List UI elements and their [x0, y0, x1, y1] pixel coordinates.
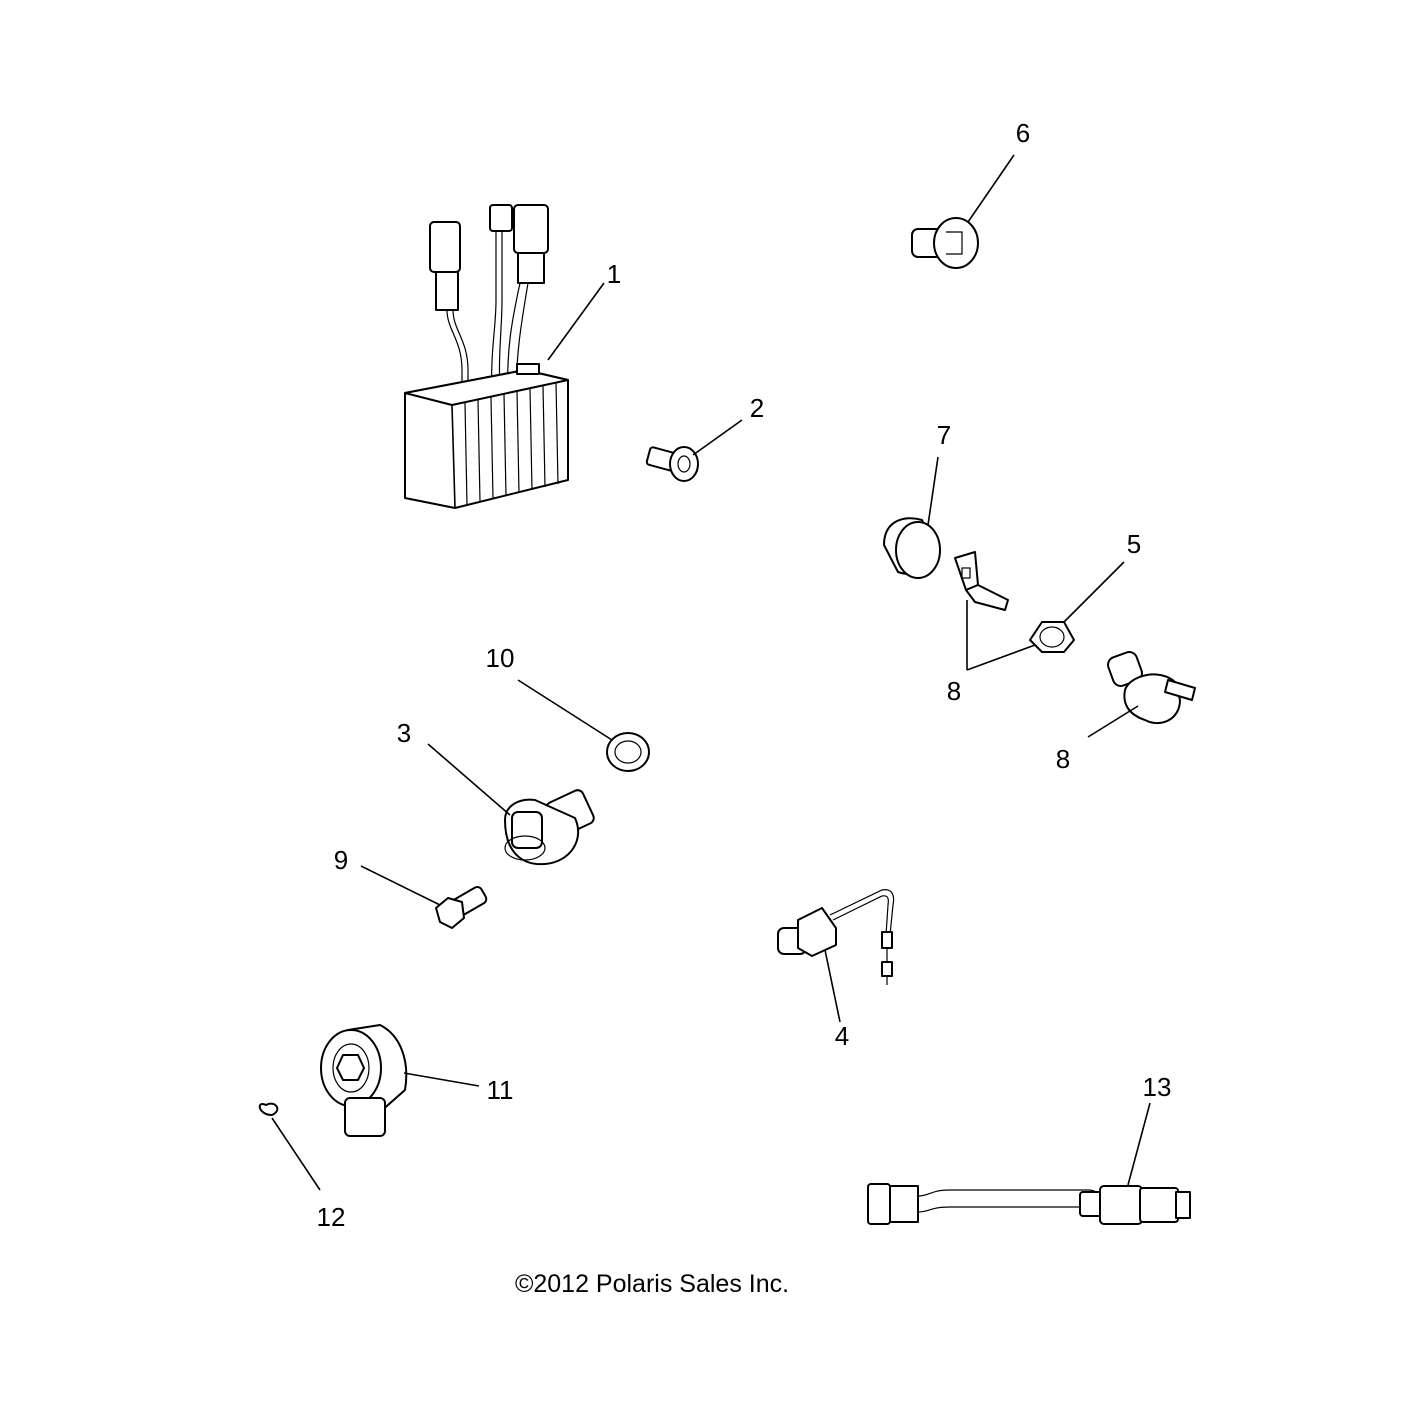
copyright-text: ©2012 Polaris Sales Inc.	[515, 1270, 789, 1298]
plug-icon	[911, 217, 979, 269]
callout-2: 2	[750, 393, 764, 423]
callout-4: 4	[835, 1021, 849, 1051]
bolt-icon	[645, 446, 699, 482]
knock-sensor-icon	[320, 1024, 408, 1137]
callout-8a: 8	[947, 676, 961, 706]
callout-3: 3	[397, 718, 411, 748]
cap-icon	[883, 517, 941, 579]
bolt-icon	[435, 886, 488, 929]
callout-11: 11	[487, 1075, 514, 1105]
switch-icon	[1107, 651, 1196, 725]
temperature-sensor-icon	[777, 889, 895, 985]
sensor-connector-icon	[504, 789, 595, 866]
callout-10: 10	[486, 643, 515, 673]
callout-8b: 8	[1056, 744, 1070, 774]
washer-icon	[606, 732, 650, 772]
nut-icon	[1029, 621, 1075, 653]
callout-7: 7	[937, 420, 951, 450]
voltage-regulator-icon	[404, 204, 569, 509]
clip-icon	[258, 1102, 279, 1116]
callout-6: 6	[1016, 118, 1030, 148]
switch-icon	[954, 551, 1009, 611]
callout-9: 9	[334, 845, 348, 875]
callout-12: 12	[317, 1202, 346, 1232]
harness-icon	[867, 1183, 1191, 1225]
callout-5: 5	[1127, 529, 1141, 559]
callout-1: 1	[607, 259, 621, 289]
callout-13: 13	[1143, 1072, 1172, 1102]
